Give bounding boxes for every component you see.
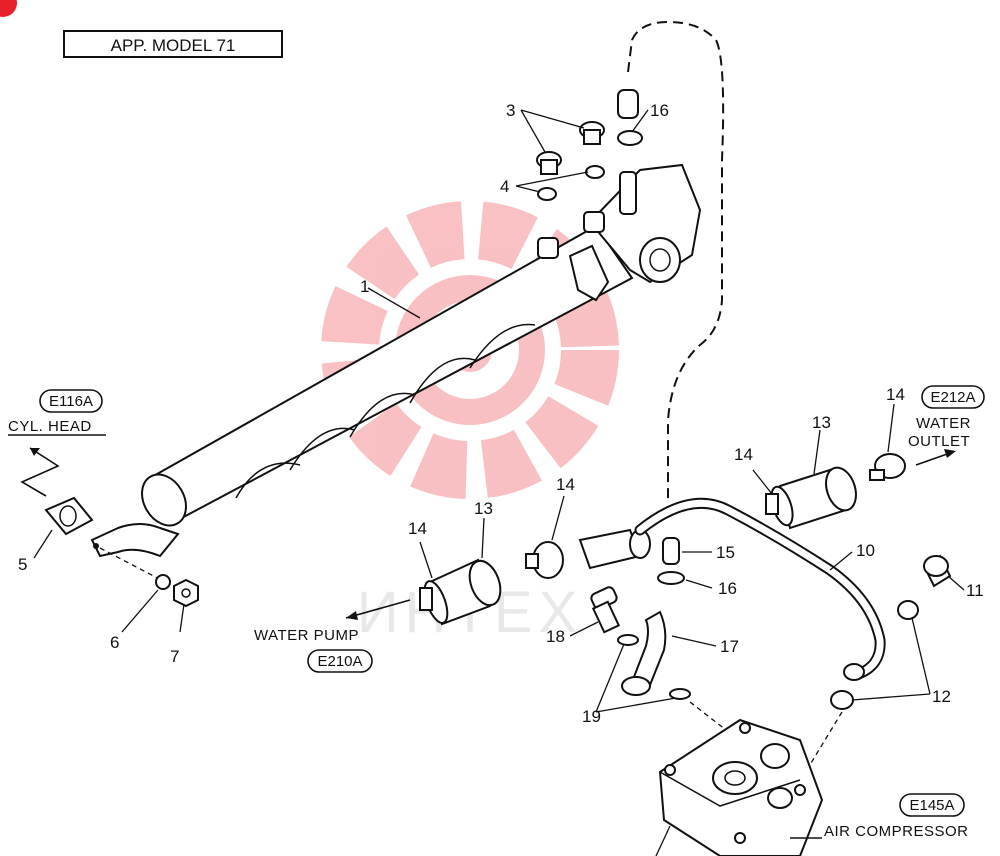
cyl-head-code: E116A	[49, 393, 93, 410]
water-outlet-label-line1: WATER	[916, 415, 971, 432]
clamp-part-16-top	[617, 130, 643, 146]
callout-18: 18	[546, 627, 565, 646]
bolt-part-3b	[579, 121, 605, 145]
clamp-part-14-right-b	[869, 453, 906, 481]
air-compressor-body	[658, 718, 824, 856]
hose-piece-top	[617, 89, 639, 119]
elbow-eye	[621, 676, 651, 696]
washer-part-4b	[585, 165, 605, 179]
model-box	[63, 30, 283, 58]
water-outlet-arrow-icon	[915, 449, 956, 466]
hose-piece-part-15	[662, 537, 680, 565]
water-outlet-code-badge	[921, 385, 985, 409]
tube-fitting-end	[843, 663, 865, 681]
callout-14-right: 14	[734, 445, 753, 464]
callout-11: 11	[966, 581, 984, 600]
washer-part-19b	[669, 688, 691, 700]
air-compressor-code: E145A	[909, 797, 954, 814]
cyl-head-label: CYL. HEAD	[8, 418, 92, 435]
water-pump-label: WATER PUMP	[254, 627, 359, 644]
callout-12: 12	[932, 687, 951, 706]
callout-13-right: 13	[812, 413, 831, 432]
model-box-label: APP. MODEL 71	[111, 36, 236, 55]
callout-5: 5	[18, 555, 27, 574]
callout-14-left: 14	[408, 519, 427, 538]
banjo-bolt-part-18	[590, 586, 621, 634]
callout-13-left: 13	[474, 499, 493, 518]
air-compressor-code-badge	[899, 793, 965, 817]
gasket-part-5	[44, 496, 94, 536]
clamp-part-14-mid	[525, 541, 564, 579]
water-pump-code-badge	[307, 649, 373, 673]
callout-4: 4	[500, 177, 509, 196]
water-manifold-pipe	[141, 163, 702, 527]
callout-14-mid: 14	[556, 475, 575, 494]
callout-7: 7	[170, 647, 179, 666]
fitting-part-11	[922, 554, 952, 588]
corner-badge	[0, 0, 17, 17]
washer-part-4a	[537, 187, 557, 201]
washer-part-6	[155, 574, 171, 590]
callout-3: 3	[506, 101, 515, 120]
water-pump-arrow-icon	[345, 599, 411, 620]
hose-route-dashed-line	[627, 20, 725, 500]
alignment-line-b	[807, 711, 843, 769]
bolt-part-3a	[536, 151, 562, 175]
alignment-line-a	[689, 701, 727, 731]
leader-lines	[33, 109, 965, 856]
clamp-part-16-lower	[657, 571, 685, 585]
seal-part-12a	[897, 600, 919, 620]
water-outlet-label-line2: OUTLET	[908, 433, 970, 450]
water-pump-code: E210A	[317, 653, 362, 670]
clamp-part-14-left	[419, 580, 449, 624]
seal-part-12b	[830, 690, 854, 710]
callout-17: 17	[720, 637, 739, 656]
cyl-head-arrow-icon	[20, 447, 60, 497]
callout-15: 15	[716, 543, 735, 562]
water-outlet-code: E212A	[930, 389, 975, 406]
manifold-elbow-flange	[90, 523, 180, 558]
callout-10: 10	[856, 541, 875, 560]
callout-6: 6	[110, 633, 119, 652]
nut-part-7	[173, 578, 199, 608]
callout-19: 19	[582, 707, 601, 726]
callout-16-lower: 16	[718, 579, 737, 598]
bolt-axis-line	[99, 547, 166, 583]
callout-14-far-right: 14	[886, 385, 905, 404]
callout-1: 1	[360, 277, 369, 296]
air-compressor-label: AIR COMPRESSOR	[824, 823, 969, 840]
callout-16-top: 16	[650, 101, 669, 120]
washer-part-19a	[617, 634, 639, 646]
cyl-head-code-badge	[39, 389, 103, 413]
